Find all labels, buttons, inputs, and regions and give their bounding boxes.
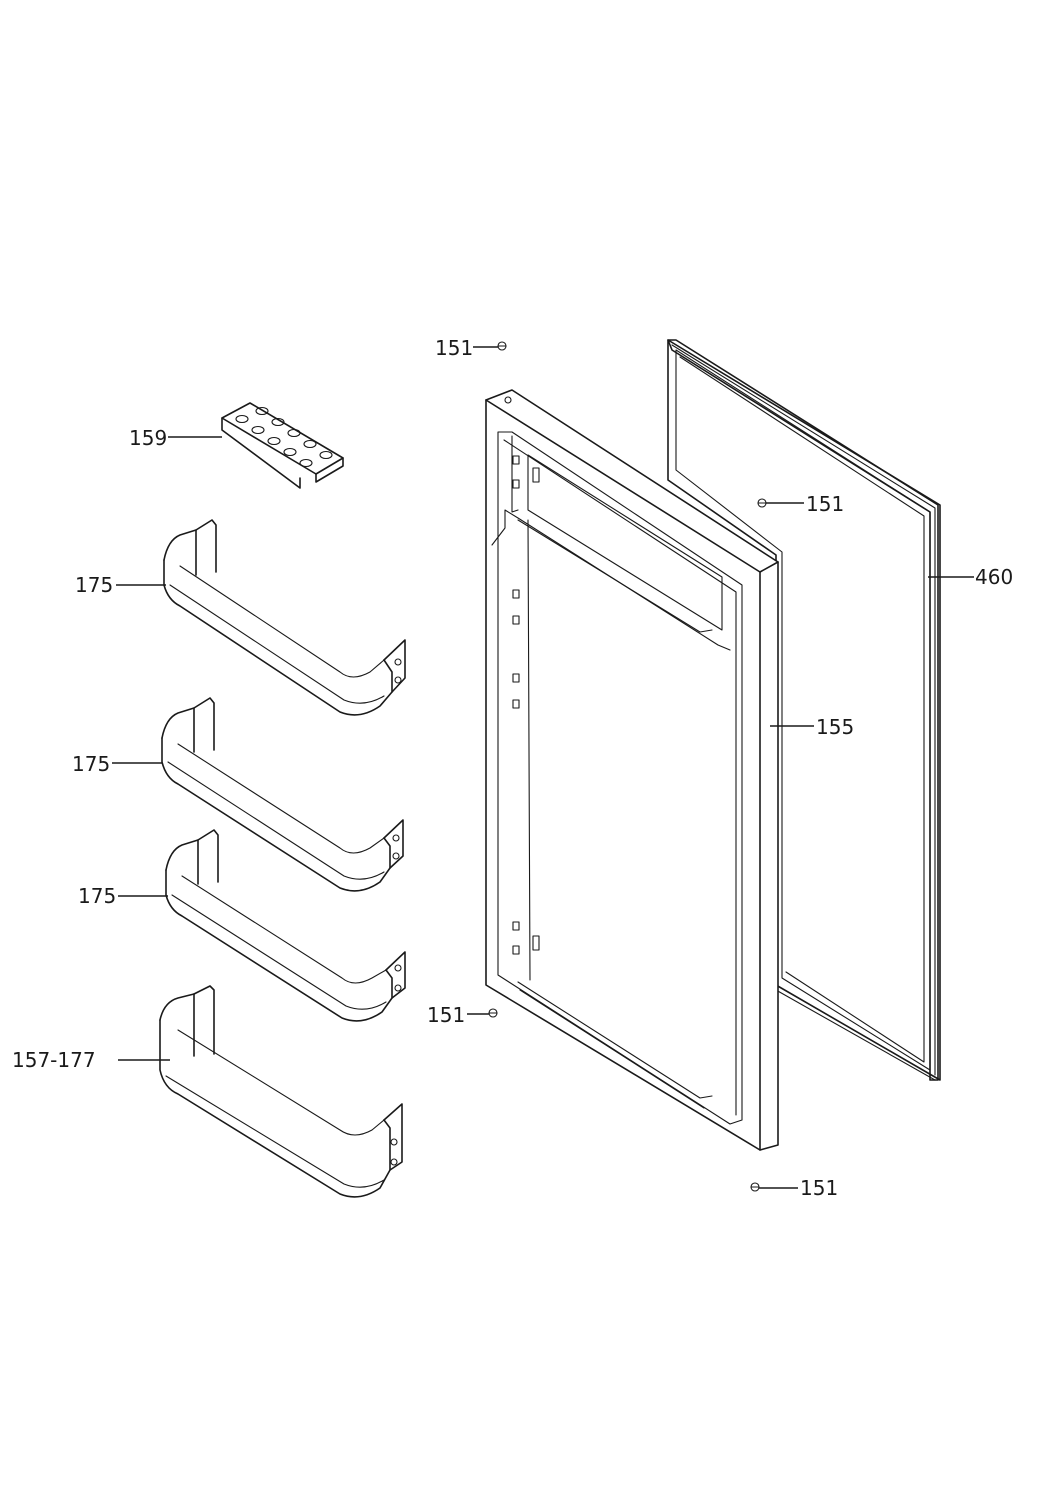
egg-tray xyxy=(221,402,344,489)
door-shelf-3 xyxy=(165,829,406,1022)
label-shelf-1: 175 xyxy=(75,573,113,597)
label-screw-top: 151 xyxy=(435,336,473,360)
screw-door xyxy=(488,1008,498,1018)
leader-lines xyxy=(112,346,974,1189)
door-liner xyxy=(485,389,779,1151)
label-screw-door: 151 xyxy=(427,1003,465,1027)
label-shelf-3: 175 xyxy=(78,884,116,908)
bottle-shelf xyxy=(159,985,403,1198)
label-egg-tray: 159 xyxy=(129,426,167,450)
screw-bottom xyxy=(750,1182,760,1192)
door-gasket xyxy=(667,339,941,1081)
door-shelf-1 xyxy=(163,519,406,716)
screw-mid xyxy=(757,498,767,508)
label-screw-mid: 151 xyxy=(806,492,844,516)
label-shelf-2: 175 xyxy=(72,752,110,776)
label-bottle-shelf: 157-177 xyxy=(12,1048,96,1072)
label-screw-bottom: 151 xyxy=(800,1176,838,1200)
door-shelf-2 xyxy=(161,697,404,892)
label-door: 155 xyxy=(816,715,854,739)
label-gasket: 460 xyxy=(975,565,1013,589)
screw-top xyxy=(497,341,507,351)
